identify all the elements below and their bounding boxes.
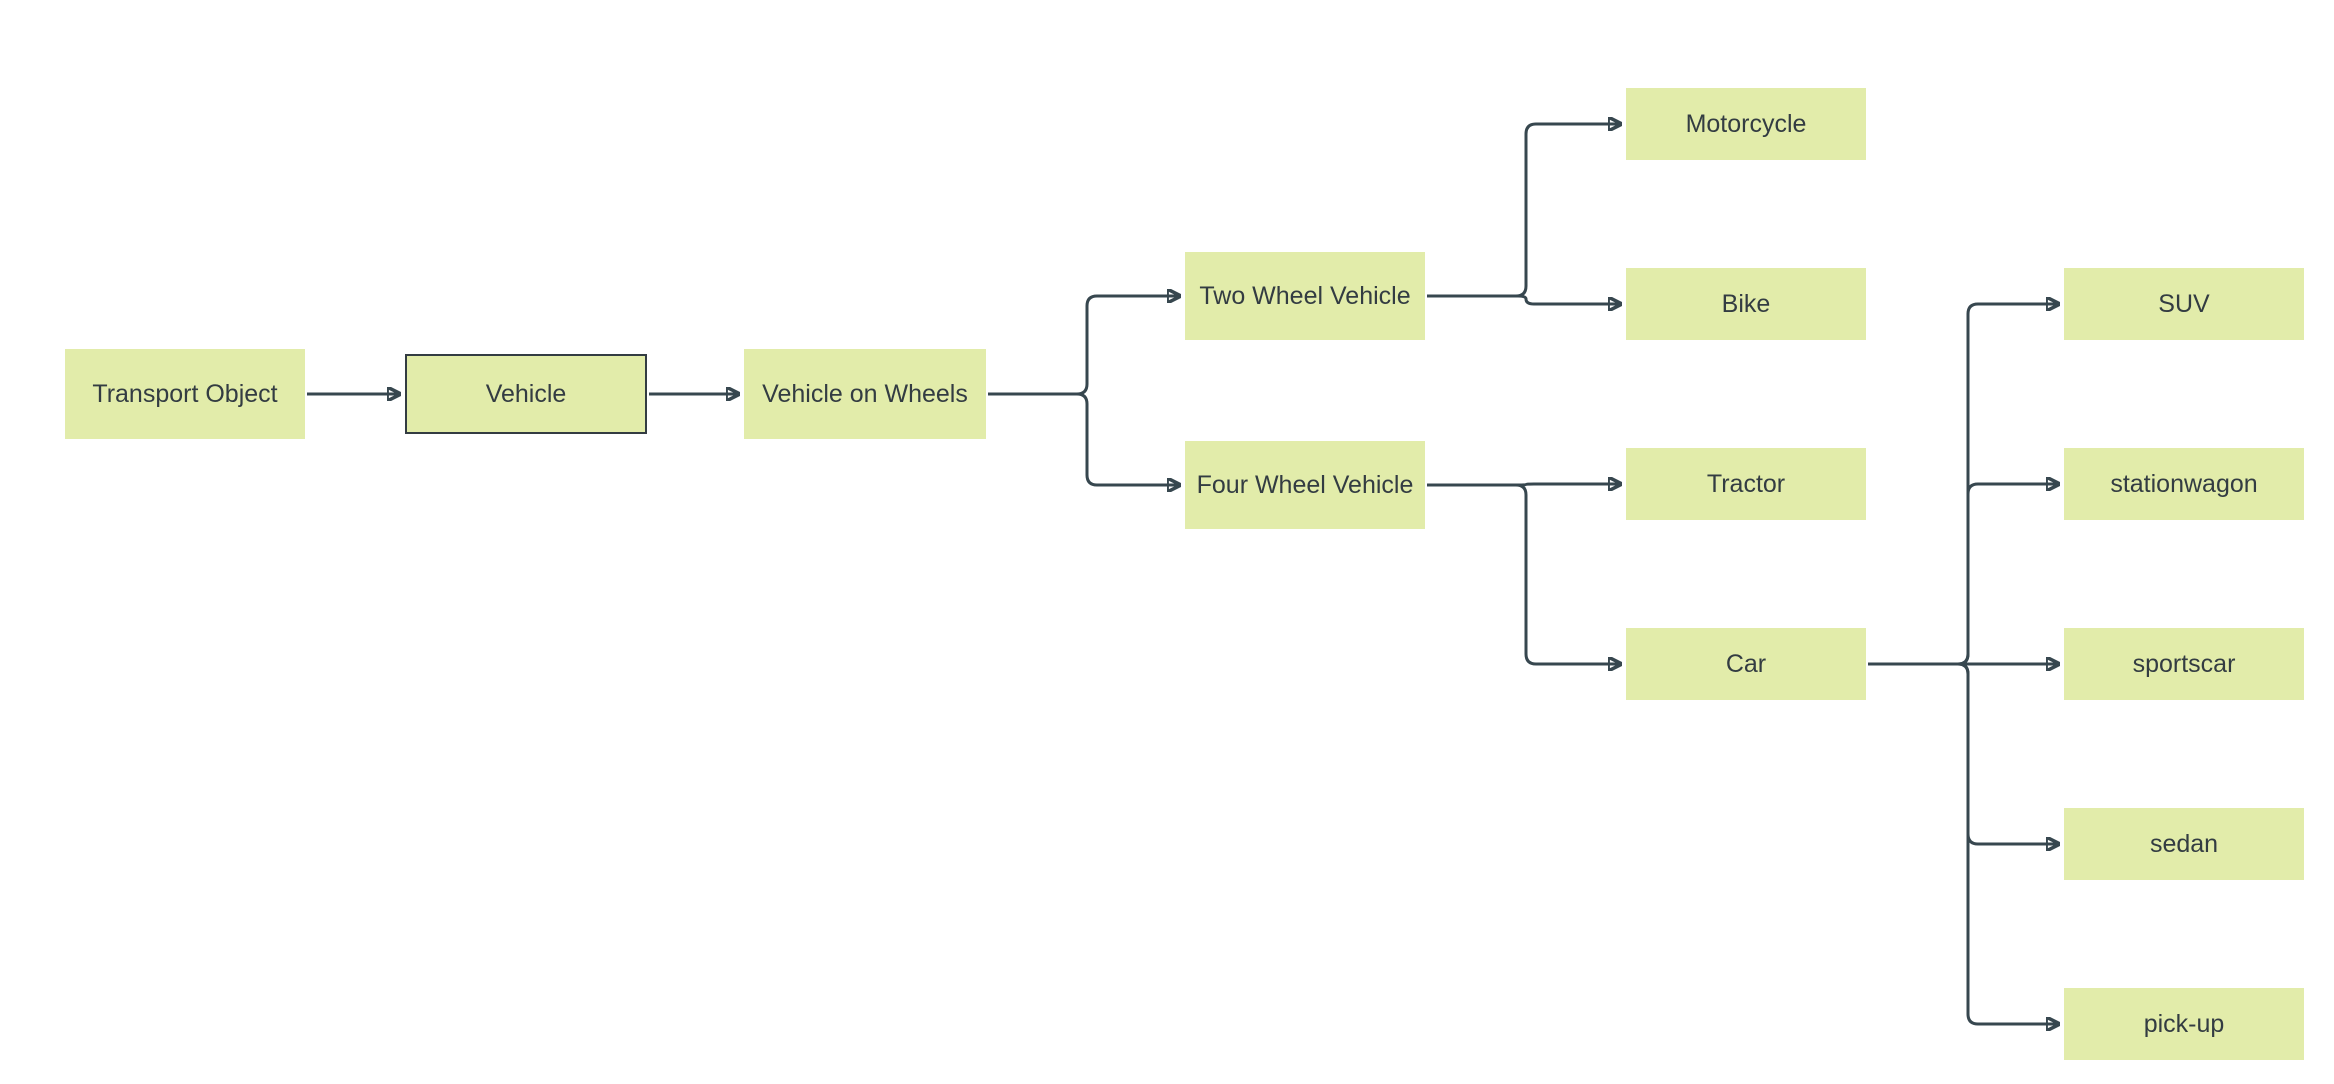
node-car: Car bbox=[1626, 628, 1866, 700]
node-sedan-label: sedan bbox=[2149, 829, 2219, 858]
node-two-wheel-vehicle-label: Two Wheel Vehicle bbox=[1199, 281, 1411, 310]
node-sedan: sedan bbox=[2064, 808, 2304, 880]
edge-car-to-pick-up bbox=[1868, 662, 2059, 1024]
node-vehicle-label: Vehicle bbox=[485, 379, 567, 408]
node-bike-label: Bike bbox=[1721, 289, 1771, 318]
node-car-label: Car bbox=[1725, 649, 1767, 678]
node-stationwagon-label: stationwagon bbox=[2110, 469, 2258, 498]
edge-four-wheel-vehicle-to-car bbox=[1427, 483, 1621, 664]
node-bike: Bike bbox=[1626, 268, 1866, 340]
node-tractor-label: Tractor bbox=[1706, 469, 1786, 498]
node-suv-label: SUV bbox=[2158, 289, 2210, 318]
node-motorcycle: Motorcycle bbox=[1626, 88, 1866, 160]
node-vehicle-on-wheels-label: Vehicle on Wheels bbox=[762, 379, 968, 408]
node-four-wheel-vehicle: Four Wheel Vehicle bbox=[1185, 441, 1425, 529]
edge-car-to-stationwagon bbox=[1868, 484, 2059, 666]
node-two-wheel-vehicle: Two Wheel Vehicle bbox=[1185, 252, 1425, 340]
node-motorcycle-label: Motorcycle bbox=[1685, 109, 1807, 138]
node-transport-object: Transport Object bbox=[65, 349, 305, 439]
node-sportscar: sportscar bbox=[2064, 628, 2304, 700]
node-tractor: Tractor bbox=[1626, 448, 1866, 520]
edge-two-wheel-vehicle-to-motorcycle bbox=[1427, 124, 1621, 298]
node-vehicle-on-wheels: Vehicle on Wheels bbox=[744, 349, 986, 439]
node-vehicle: Vehicle bbox=[405, 354, 647, 434]
node-pick-up: pick-up bbox=[2064, 988, 2304, 1060]
node-sportscar-label: sportscar bbox=[2132, 649, 2236, 678]
node-four-wheel-vehicle-label: Four Wheel Vehicle bbox=[1196, 470, 1414, 499]
edge-car-to-sedan bbox=[1868, 662, 2059, 844]
node-suv: SUV bbox=[2064, 268, 2304, 340]
node-stationwagon: stationwagon bbox=[2064, 448, 2304, 520]
edge-vehicle-on-wheels-to-two-wheel-vehicle bbox=[988, 296, 1180, 396]
node-transport-object-label: Transport Object bbox=[92, 379, 278, 408]
node-pick-up-label: pick-up bbox=[2143, 1009, 2225, 1038]
edge-vehicle-on-wheels-to-four-wheel-vehicle bbox=[988, 392, 1180, 485]
edge-two-wheel-vehicle-to-bike bbox=[1427, 294, 1621, 304]
